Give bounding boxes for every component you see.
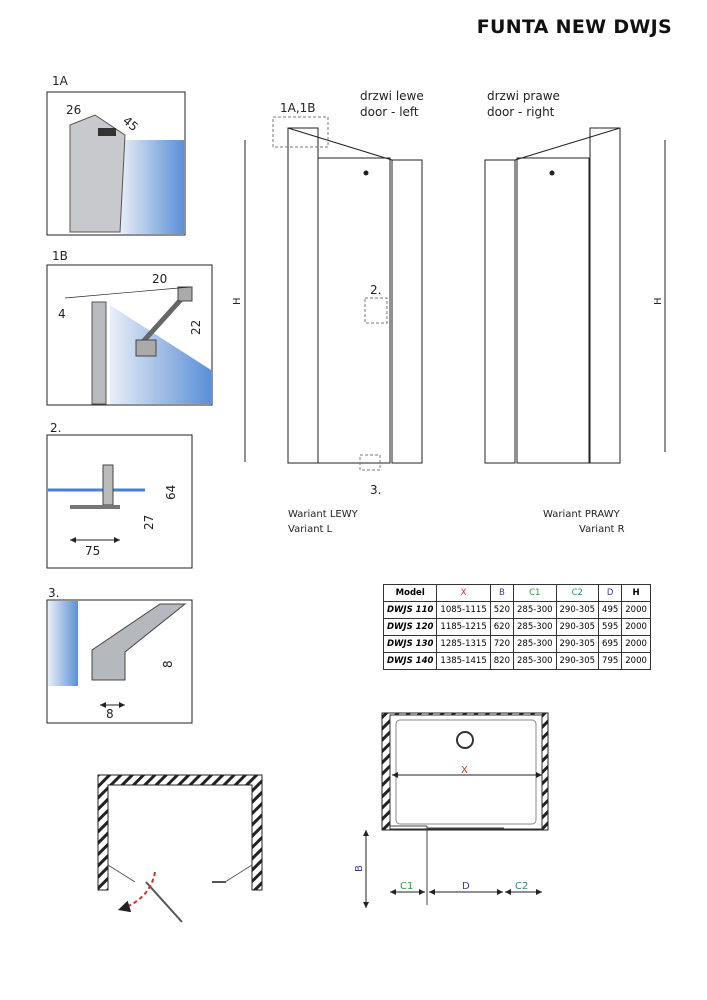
cell: DWJS 110 <box>382 601 438 619</box>
dim-27: 27 <box>142 515 156 530</box>
h-label-left: H <box>232 297 243 305</box>
door-left-en: door - left <box>360 105 419 119</box>
callout-3: 3. <box>370 483 381 497</box>
variant-left-pl: Wariant LEWY <box>288 509 359 520</box>
cell: 285-300 <box>513 618 557 636</box>
cell: 285-300 <box>513 652 557 670</box>
dim-64: 64 <box>164 485 178 500</box>
cell: 720 <box>489 635 515 653</box>
variant-left-en: Variant L <box>288 524 333 535</box>
detail-3-label: 3. <box>48 586 59 600</box>
cell: 290-305 <box>555 601 600 619</box>
h-label-right: H <box>653 297 664 305</box>
cell: 285-300 <box>513 601 557 619</box>
cell: 1085-1115 <box>436 601 491 619</box>
cell: 290-305 <box>555 652 600 670</box>
plan-b: B <box>354 865 365 872</box>
dim-4: 4 <box>58 307 66 321</box>
variant-right-pl: Wariant PRAWY <box>543 509 621 520</box>
front-view-right <box>484 127 666 464</box>
plan-c2: C2 <box>515 881 528 892</box>
cell: 2000 <box>621 635 651 653</box>
callout-1a-1b: 1A,1B <box>280 101 316 115</box>
front-view-left <box>244 116 423 471</box>
plan-view-dimensions: X B C1 D C2 <box>354 712 549 908</box>
plan-x: X <box>461 765 468 776</box>
detail-1b-label: 1B <box>52 249 68 263</box>
door-right-en: door - right <box>487 105 555 119</box>
cell: 495 <box>598 601 623 619</box>
detail-2: 2. 75 64 27 <box>46 421 193 569</box>
dim-26: 26 <box>66 103 81 117</box>
cell: 2000 <box>621 652 651 670</box>
dim-75: 75 <box>85 544 100 558</box>
cell: 290-305 <box>555 635 600 653</box>
detail-1a: 1A 26 45 <box>46 74 186 236</box>
plan-view-opening <box>97 774 263 923</box>
dim-20: 20 <box>152 272 167 286</box>
door-right-pl: drzwi prawe <box>487 89 560 103</box>
dim-8-v: 8 <box>161 660 175 668</box>
cell: 620 <box>489 618 515 636</box>
plan-c1: C1 <box>400 881 413 892</box>
cell: 285-300 <box>513 635 557 653</box>
cell: 795 <box>598 652 623 670</box>
col-d: D <box>598 584 623 602</box>
detail-3: 3. 8 8 <box>46 586 193 724</box>
col-h: H <box>621 584 651 602</box>
table-header-row: Model X B C1 C2 D H <box>382 584 651 602</box>
door-left-pl: drzwi lewe <box>360 89 424 103</box>
col-model: Model <box>382 584 438 602</box>
variant-right-en: Variant R <box>579 524 625 535</box>
dim-8-h: 8 <box>106 707 114 721</box>
col-c1: C1 <box>513 584 557 602</box>
cell: 595 <box>598 618 623 636</box>
cell: DWJS 140 <box>382 652 438 670</box>
cell: 695 <box>598 635 623 653</box>
cell: 520 <box>489 601 515 619</box>
detail-2-label: 2. <box>50 421 61 435</box>
page-title: FUNTA NEW DWJS <box>476 16 672 38</box>
col-c2: C2 <box>555 584 600 602</box>
callout-2: 2. <box>370 283 381 297</box>
cell: 1385-1415 <box>436 652 491 670</box>
plan-d: D <box>462 881 470 892</box>
detail-1a-label: 1A <box>52 74 69 88</box>
cell: 1185-1215 <box>436 618 491 636</box>
cell: 2000 <box>621 618 651 636</box>
cell: DWJS 130 <box>382 635 438 653</box>
cell: DWJS 120 <box>382 618 438 636</box>
detail-1b: 1B 20 4 22 <box>46 249 213 406</box>
cell: 820 <box>489 652 515 670</box>
col-b: B <box>489 584 515 602</box>
cell: 2000 <box>621 601 651 619</box>
cell: 290-305 <box>555 618 600 636</box>
col-x: X <box>436 584 491 602</box>
cell: 1285-1315 <box>436 635 491 653</box>
dim-22: 22 <box>189 320 203 335</box>
